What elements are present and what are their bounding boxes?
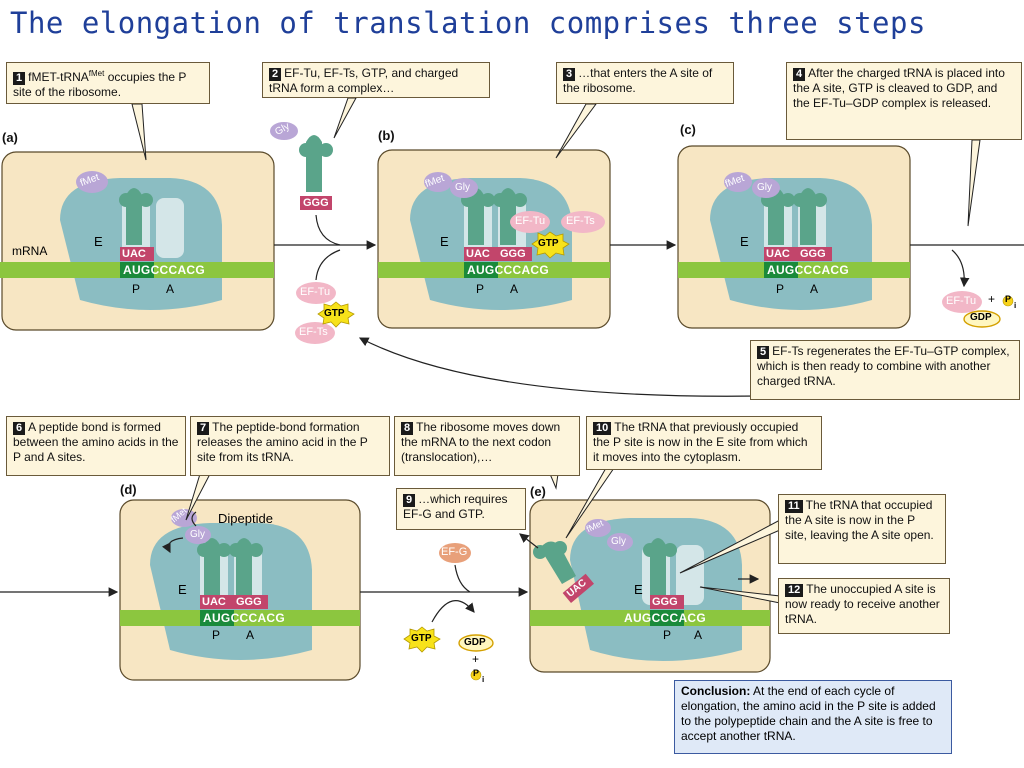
anticodon-label: GGG (500, 248, 526, 260)
site-e-label: E (178, 582, 187, 597)
mrna-sequence: AUGCCCACG (123, 263, 206, 277)
site-e-label: E (94, 234, 103, 249)
callout-step-3: 3…that enters the A site of the ribosome… (556, 62, 734, 104)
callout-step-9: 9…which requires EF-G and GTP. (396, 488, 526, 530)
panel-label-b: (b) (378, 128, 395, 143)
site-a-label: A (510, 282, 519, 296)
panel-b-ribosome (377, 149, 611, 329)
site-e-label: E (440, 234, 449, 249)
mrna-sequence: AUGCCCACG (467, 263, 550, 277)
ef-tu-label: EF-Tu (300, 286, 331, 298)
gtp-label: GTP (411, 633, 432, 644)
codon-boxes (120, 262, 798, 626)
gly-label: Gly (611, 536, 626, 547)
panel-label-e: (e) (530, 484, 546, 499)
site-p-label: P (476, 282, 485, 296)
gdp-ovals (458, 310, 1001, 652)
amino-acid-ovals (76, 122, 780, 551)
plus-sign: + (988, 292, 996, 306)
ef-g-label: EF-G (441, 546, 468, 558)
site-a-label: A (166, 282, 175, 296)
anticodon-label: UAC (466, 248, 490, 260)
panel-label-a: (a) (2, 130, 18, 145)
anticodon-label: GGG (652, 596, 678, 608)
pi-subscript: i (482, 675, 485, 684)
panel-c-ribosome (677, 145, 911, 329)
anticodon-label: UAC (202, 596, 226, 608)
callout-pointers (131, 97, 981, 604)
dipeptide-label: Dipeptide (218, 511, 273, 526)
anticodon-label: GGG (800, 248, 826, 260)
gly-label: Gly (757, 182, 772, 193)
site-p-label: P (663, 628, 672, 642)
page-title: The elongation of translation comprises … (10, 6, 926, 40)
site-a-label: A (810, 282, 819, 296)
panel-label-c: (c) (680, 122, 696, 137)
conclusion-box: Conclusion: At the end of each cycle of … (674, 680, 952, 754)
anticodon-label: UAC (766, 248, 790, 260)
gtp-label: GTP (538, 238, 559, 249)
gly-label: Gly (190, 529, 205, 540)
site-e-label: E (634, 582, 643, 597)
site-a-label: A (694, 628, 703, 642)
gdp-label: GDP (970, 312, 992, 323)
ef-ovals (295, 211, 982, 563)
gdp-label: GDP (464, 637, 486, 648)
site-p-label: P (132, 282, 141, 296)
pi-circles (470, 295, 1014, 681)
pi-label: P (1005, 294, 1012, 304)
ef-ts-label: EF-Ts (566, 215, 595, 227)
mrna-sequence: AUGCCCACG (203, 611, 286, 625)
panel-e-ribosome (529, 499, 771, 673)
anticodon-label: GGG (303, 197, 329, 209)
ef-tu-label: EF-Tu (946, 295, 977, 307)
gtp-label: GTP (324, 308, 345, 319)
dipeptide-bracket (191, 511, 197, 527)
conclusion-label: Conclusion: (681, 684, 751, 698)
conclusion-text: At the end of each cycle of elongation, … (681, 684, 936, 743)
site-p-label: P (212, 628, 221, 642)
mrna-sequence: AUGCCCACG (767, 263, 850, 277)
gly-label: Gly (455, 182, 470, 193)
site-p-label: P (776, 282, 785, 296)
anticodon-boxes (120, 196, 832, 609)
ef-tu-label: EF-Tu (515, 215, 546, 227)
site-a-label: A (246, 628, 255, 642)
panel-label-d: (d) (120, 482, 137, 497)
plus-sign: + (472, 652, 480, 666)
anticodon-label: GGG (236, 596, 262, 608)
pi-subscript: i (1014, 301, 1017, 310)
gtp-bursts (317, 231, 570, 653)
trna-shapes (119, 135, 827, 595)
anticodon-label: UAC (122, 248, 146, 260)
mrna-label: mRNA (12, 244, 48, 258)
site-e-label: E (740, 234, 749, 249)
mrna-sequence: AUGCCCACG (624, 611, 707, 625)
ef-ts-label: EF-Ts (299, 326, 328, 338)
pi-label: P (473, 668, 480, 678)
flow-arrows (0, 214, 1024, 623)
